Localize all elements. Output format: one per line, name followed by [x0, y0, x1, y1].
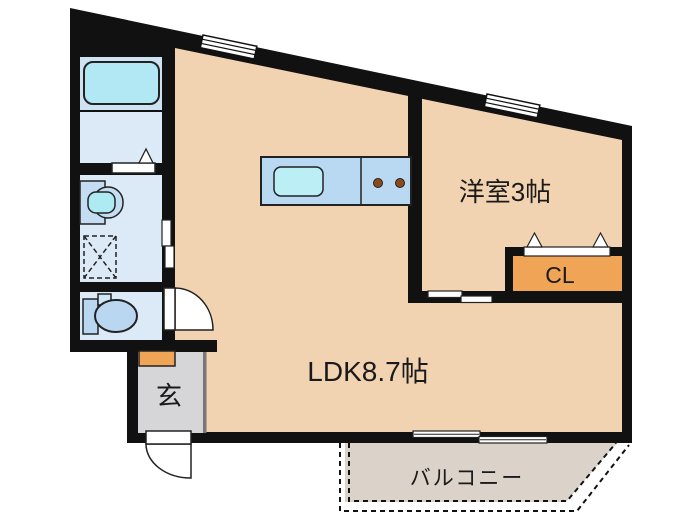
wall-ldk-western	[408, 86, 422, 303]
front-door-leaf	[145, 430, 192, 445]
ldk-window	[199, 34, 258, 60]
stove-burner-icon	[373, 178, 383, 188]
closet-label: CL	[545, 262, 575, 288]
bathtub-icon	[83, 61, 160, 105]
wall-closet-left	[505, 247, 513, 303]
toilet-door-leaf	[163, 287, 176, 331]
closet-door-triangle-icon	[525, 231, 544, 248]
balcony-area	[345, 443, 617, 502]
shoe-cabinet-icon	[138, 350, 176, 367]
balcony-label: バルコニー	[410, 467, 525, 490]
washing-machine-space-icon	[83, 235, 117, 279]
interior-floor	[175, 48, 622, 432]
balcony-border-inner	[348, 442, 617, 502]
wall-entrance-top	[70, 340, 217, 352]
washroom-sliding-door-panel-2	[164, 245, 175, 269]
ldk-label: LDK8.7帖	[307, 356, 428, 387]
entrance-step-edge	[203, 352, 207, 433]
wall-closet-top-right	[610, 247, 622, 256]
western-room-label: 洋室3帖	[459, 177, 551, 207]
toilet-door-swing	[174, 287, 214, 331]
washbasin-bowl	[87, 191, 116, 214]
washroom-sliding-door-panel-1	[161, 219, 172, 247]
balcony-window	[412, 430, 548, 444]
western-room-sliding-door-panel-1	[427, 290, 463, 299]
toilet-icon	[82, 293, 138, 335]
western-room-sliding-door-panel-2	[460, 295, 493, 304]
kitchen-counter-icon	[260, 156, 412, 206]
wall-closet-top-left	[513, 247, 525, 256]
western-room-window	[483, 93, 541, 119]
door-swing-triangle-icon	[137, 147, 155, 164]
entrance-label: 玄	[156, 381, 182, 411]
front-door-swing	[145, 443, 192, 479]
stove-burner-icon	[395, 178, 405, 188]
closet-door-triangle-icon	[591, 231, 610, 248]
kitchen-sink-icon	[273, 166, 324, 197]
closet-door-track	[523, 246, 611, 257]
closet-area	[513, 256, 622, 291]
changing-room-door	[111, 162, 156, 174]
